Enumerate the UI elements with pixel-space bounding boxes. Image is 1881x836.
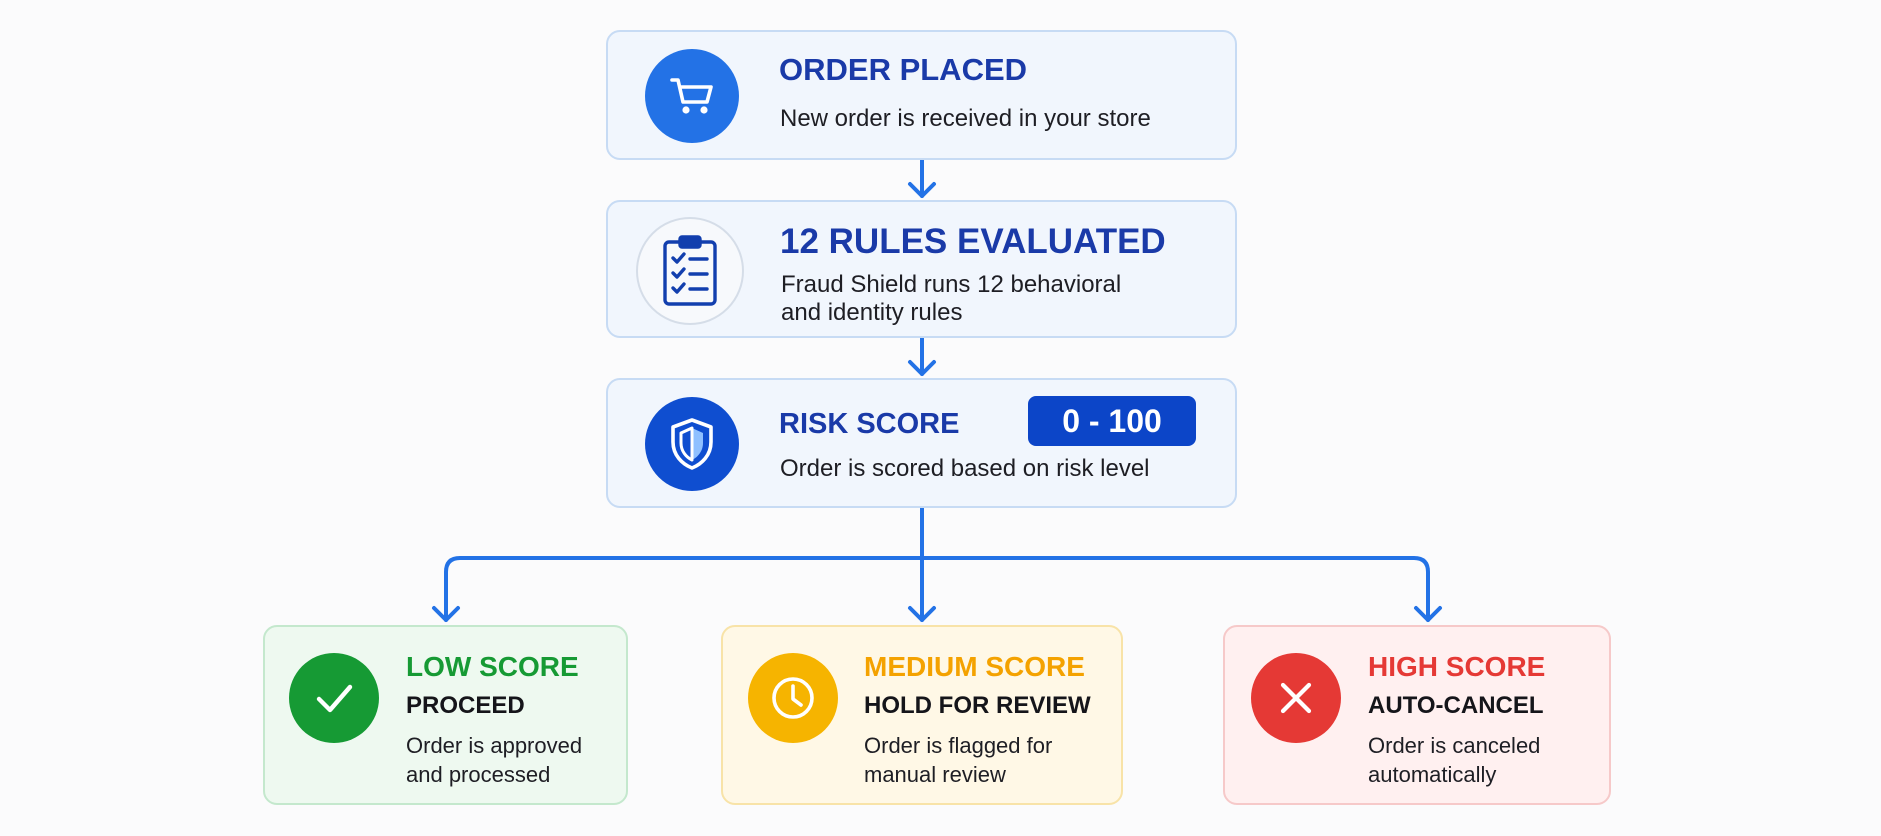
shield-icon bbox=[645, 397, 739, 491]
risk-score-card: RISK SCORE 0 - 100 Order is scored based… bbox=[606, 378, 1237, 508]
medium-score-action: HOLD FOR REVIEW bbox=[864, 692, 1091, 719]
high-score-description-line1: Order is canceled bbox=[1368, 733, 1541, 758]
order-placed-description: New order is received in your store bbox=[780, 105, 1151, 132]
rules-evaluated-description-line1: Fraud Shield runs 12 behavioral bbox=[781, 271, 1122, 298]
high-score-card: HIGH SCORE AUTO-CANCEL Order is canceled… bbox=[1223, 625, 1611, 805]
medium-score-card: MEDIUM SCORE HOLD FOR REVIEW Order is fl… bbox=[721, 625, 1123, 805]
risk-score-description: Order is scored based on risk level bbox=[780, 455, 1150, 482]
shopping-cart-icon bbox=[645, 49, 739, 143]
rules-evaluated-title: 12 RULES EVALUATED bbox=[780, 222, 1166, 261]
low-score-description-line2: and processed bbox=[406, 762, 551, 787]
medium-score-title: MEDIUM SCORE bbox=[864, 651, 1085, 682]
arrowhead-high bbox=[1414, 606, 1442, 622]
clipboard-checklist-icon bbox=[636, 217, 744, 325]
risk-score-title: RISK SCORE bbox=[779, 408, 960, 440]
rules-evaluated-description-line2: and identity rules bbox=[781, 299, 963, 326]
order-placed-card: ORDER PLACED New order is received in yo… bbox=[606, 30, 1237, 160]
checkmark-icon bbox=[289, 653, 379, 743]
medium-score-description-line1: Order is flagged for bbox=[864, 733, 1053, 758]
connector-branch-low bbox=[444, 556, 924, 622]
arrowhead-low bbox=[432, 606, 460, 622]
low-score-action: PROCEED bbox=[406, 692, 525, 719]
medium-score-description-line2: manual review bbox=[864, 762, 1006, 787]
arrowhead-rules bbox=[908, 182, 936, 198]
low-score-title: LOW SCORE bbox=[406, 651, 579, 682]
low-score-description-line1: Order is approved bbox=[406, 733, 583, 758]
arrowhead-medium bbox=[908, 606, 936, 622]
connector-branch-high bbox=[920, 556, 1430, 622]
low-score-card: LOW SCORE PROCEED Order is approved and … bbox=[263, 625, 628, 805]
order-placed-title: ORDER PLACED bbox=[779, 52, 1028, 87]
arrowhead-score bbox=[908, 360, 936, 376]
clock-icon bbox=[748, 653, 838, 743]
x-icon bbox=[1251, 653, 1341, 743]
rules-evaluated-card: 12 RULES EVALUATED Fraud Shield runs 12 … bbox=[606, 200, 1237, 338]
high-score-title: HIGH SCORE bbox=[1368, 651, 1546, 682]
high-score-description-line2: automatically bbox=[1368, 762, 1497, 787]
score-range-badge: 0 - 100 bbox=[1028, 396, 1196, 446]
high-score-action: AUTO-CANCEL bbox=[1368, 692, 1544, 719]
